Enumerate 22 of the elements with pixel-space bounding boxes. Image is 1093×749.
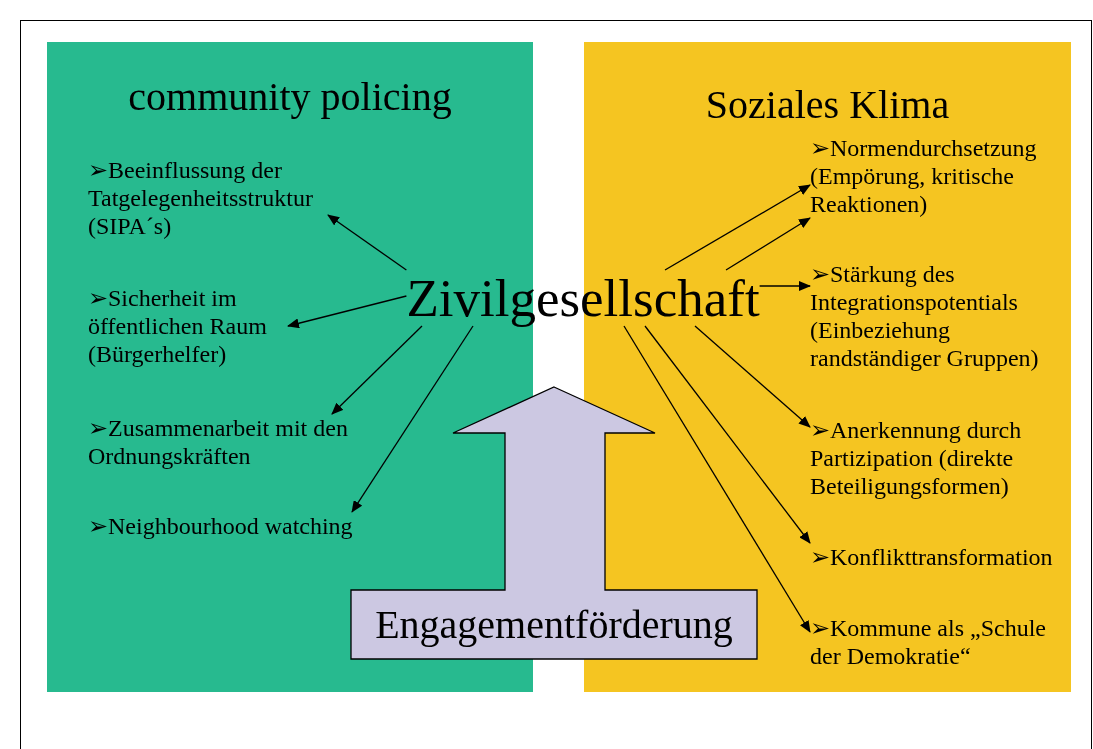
- bullet-text: ➢Kommune als „Schule der Demokratie“: [810, 614, 1055, 670]
- arrow: [644, 325, 811, 544]
- bullet-text: ➢Zusammenarbeit mit den Ordnungskräften: [88, 414, 363, 470]
- arrow: [694, 325, 811, 428]
- arrow: [327, 214, 408, 271]
- bullet-text: ➢Normendurchsetzung (Empörung, kritische Reaktionen): [810, 134, 1045, 218]
- arrow: [351, 325, 474, 513]
- bullet-text: ➢Konflikttransformation: [810, 543, 1060, 571]
- bullet-text: ➢Neighbourhood watching: [88, 512, 398, 540]
- arrow: [331, 325, 423, 415]
- arrow: [664, 184, 811, 271]
- bullet-text: ➢Stärkung des Integrationspotentials (Einbeziehung randständiger Gruppen): [810, 260, 1050, 372]
- arrow: [287, 295, 408, 329]
- bullet-text: ➢Sicherheit im öffentlichen Raum (Bürgerhelfer): [88, 284, 288, 368]
- arrow: [623, 325, 811, 633]
- bullet-text: ➢Beeinflussung der Tatgelegenheitsstruktur (SIPA´s): [88, 156, 328, 240]
- arrow: [725, 217, 811, 271]
- arrow-label: Engagementförderung: [374, 601, 734, 649]
- panel-title: Soziales Klima: [704, 83, 951, 127]
- bullet-text: ➢Anerkennung durch Partizipation (direkte Beteiligungsformen): [810, 416, 1045, 500]
- arrow: [758, 281, 811, 291]
- panel-title: community policing: [127, 75, 453, 119]
